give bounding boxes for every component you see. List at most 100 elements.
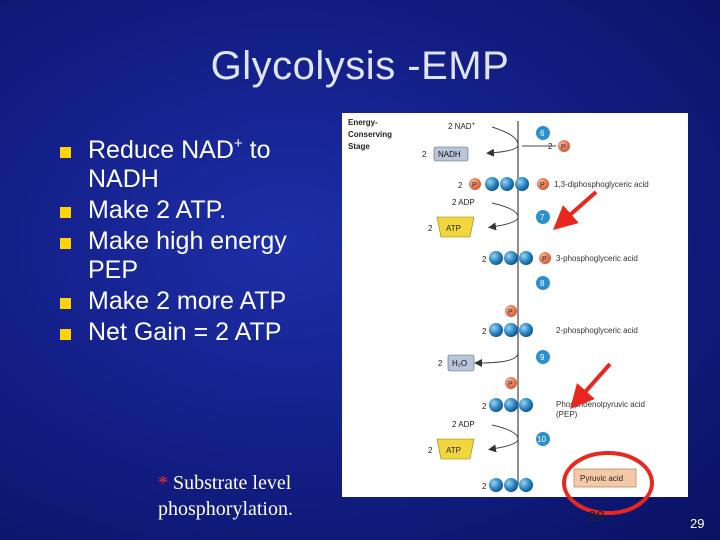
carbon-ball-icon (489, 398, 503, 412)
bullet-text: Make 2 ATP. (88, 196, 227, 224)
nad-reduction-arrow (486, 126, 519, 157)
step-10-badge (536, 432, 550, 446)
stage-label-line-1: Energy- (348, 118, 378, 127)
carbon-ball-icon (489, 478, 503, 492)
compound-label: 3-phosphoglyceric acid (556, 254, 638, 263)
carbon-ball-icon (500, 177, 514, 191)
atp-coefficient: 2 (428, 446, 433, 455)
phosphate-label: P (542, 256, 547, 263)
phosphate-label: P (540, 182, 545, 189)
compound-label: (PEP) (556, 410, 578, 419)
phosphate-label: P (508, 309, 513, 316)
carbon-ball-icon (485, 177, 499, 191)
atp-synthesis-arrow (488, 202, 519, 231)
row-coefficient: 2 (458, 181, 463, 190)
water-coefficient: 2 (438, 359, 443, 368)
diagram-page-number: 29 (588, 508, 605, 525)
bullet-text: Make 2 more ATP (88, 287, 287, 315)
compound-label: 2-phosphoglyceric acid (556, 326, 638, 335)
bullet-item: Make 2 more ATP (60, 287, 300, 316)
step-6-badge (536, 126, 550, 140)
footnote-star: * (158, 472, 168, 494)
bullet-item: Make high energy PEP (60, 227, 300, 285)
carbon-ball-icon (504, 251, 518, 265)
water-box (447, 354, 475, 372)
compound-label: Pyruvic acid (580, 474, 623, 483)
bullet-text: Net Gain = 2 ATP (88, 318, 282, 346)
dehydration-arrow (474, 352, 519, 367)
highlight-circle-icon (562, 451, 654, 515)
phosphate-label: P (472, 182, 477, 189)
atp-synthesis-arrow (488, 424, 519, 453)
red-arrow-icon (570, 362, 612, 409)
bullet-item: Make 2 ATP. (60, 196, 300, 225)
slide-number: 29 (690, 516, 705, 531)
phosphate-icon (505, 305, 517, 317)
step-9-badge (536, 350, 550, 364)
step-9-label: 9 (540, 353, 545, 362)
phosphate-label: P (508, 381, 513, 388)
nadh-box (433, 146, 469, 162)
red-arrow-icon (553, 190, 598, 230)
bullet-square-icon (60, 147, 71, 158)
carbon-ball-icon (519, 323, 533, 337)
pyruvic-acid-box (573, 468, 637, 488)
atp-label: ATP (446, 224, 461, 233)
carbon-ball-icon (504, 323, 518, 337)
water-label: H₂O (452, 359, 467, 368)
bullet-text-continued: to NADH (88, 136, 271, 193)
footnote: * Substrate level phosphorylation. (158, 470, 338, 522)
carbon-ball-icon (519, 478, 533, 492)
bullet-item: Net Gain = 2 ATP (60, 318, 300, 347)
phosphate-icon (505, 377, 517, 389)
adp-label: 2 ADP (452, 420, 475, 429)
glycolysis-diagram: Energy- Conserving Stage 2 NAD+ 2 NADH 2… (342, 113, 688, 497)
carbon-ball-icon (519, 251, 533, 265)
step-6-label: 6 (540, 129, 545, 138)
compound-label: Phosphoenolpyruvic acid (556, 400, 645, 409)
phosphate-icon (539, 252, 551, 264)
row-coefficient: 2 (482, 327, 487, 336)
row-coefficient: 2 (482, 402, 487, 411)
nadh-label: NADH (438, 150, 461, 159)
bullet-text: Make high energy PEP (88, 227, 287, 284)
row-coefficient: 2 (482, 482, 487, 491)
atp-icon (436, 216, 475, 238)
footnote-text: Substrate level phosphorylation. (158, 472, 293, 520)
bullet-square-icon (60, 207, 71, 218)
phosphate-icon (537, 178, 549, 190)
carbon-ball-icon (489, 251, 503, 265)
compound-label: 1,3-diphosphoglyceric acid (554, 180, 649, 189)
bullet-superscript: + (233, 135, 243, 152)
bullet-square-icon (60, 298, 71, 309)
carbon-ball-icon (504, 478, 518, 492)
carbon-ball-icon (515, 177, 529, 191)
carbon-ball-icon (489, 323, 503, 337)
step-10-label: 10 (537, 435, 546, 444)
carbon-ball-icon (519, 398, 533, 412)
atp-label: ATP (446, 446, 461, 455)
stage-label-line-3: Stage (348, 142, 370, 151)
row-coefficient: 2 (482, 255, 487, 264)
adp-label: 2 ADP (452, 198, 475, 207)
stage-label-line-2: Conserving (348, 130, 392, 139)
bullet-list: Reduce NAD+ to NADH Make 2 ATP. Make hig… (60, 136, 300, 349)
atp-icon (436, 438, 475, 460)
step-7-badge (536, 210, 550, 224)
phosphate-icon (469, 178, 481, 190)
bullet-square-icon (60, 329, 71, 340)
bullet-text: Reduce NAD (88, 136, 234, 164)
step-7-label: 7 (540, 213, 545, 222)
bullet-square-icon (60, 238, 71, 249)
atp-coefficient: 2 (428, 224, 433, 233)
nad-label: 2 NAD+ (448, 122, 476, 131)
bullet-item: Reduce NAD+ to NADH (60, 136, 300, 194)
step-8-label: 8 (540, 279, 545, 288)
nadh-coefficient: 2 (422, 150, 427, 159)
phosphate-icon (558, 140, 570, 152)
step-8-badge (536, 276, 550, 290)
slide-title: Glycolysis -EMP (210, 44, 510, 88)
carbon-ball-icon (504, 398, 518, 412)
phosphate-label: P (561, 144, 566, 151)
